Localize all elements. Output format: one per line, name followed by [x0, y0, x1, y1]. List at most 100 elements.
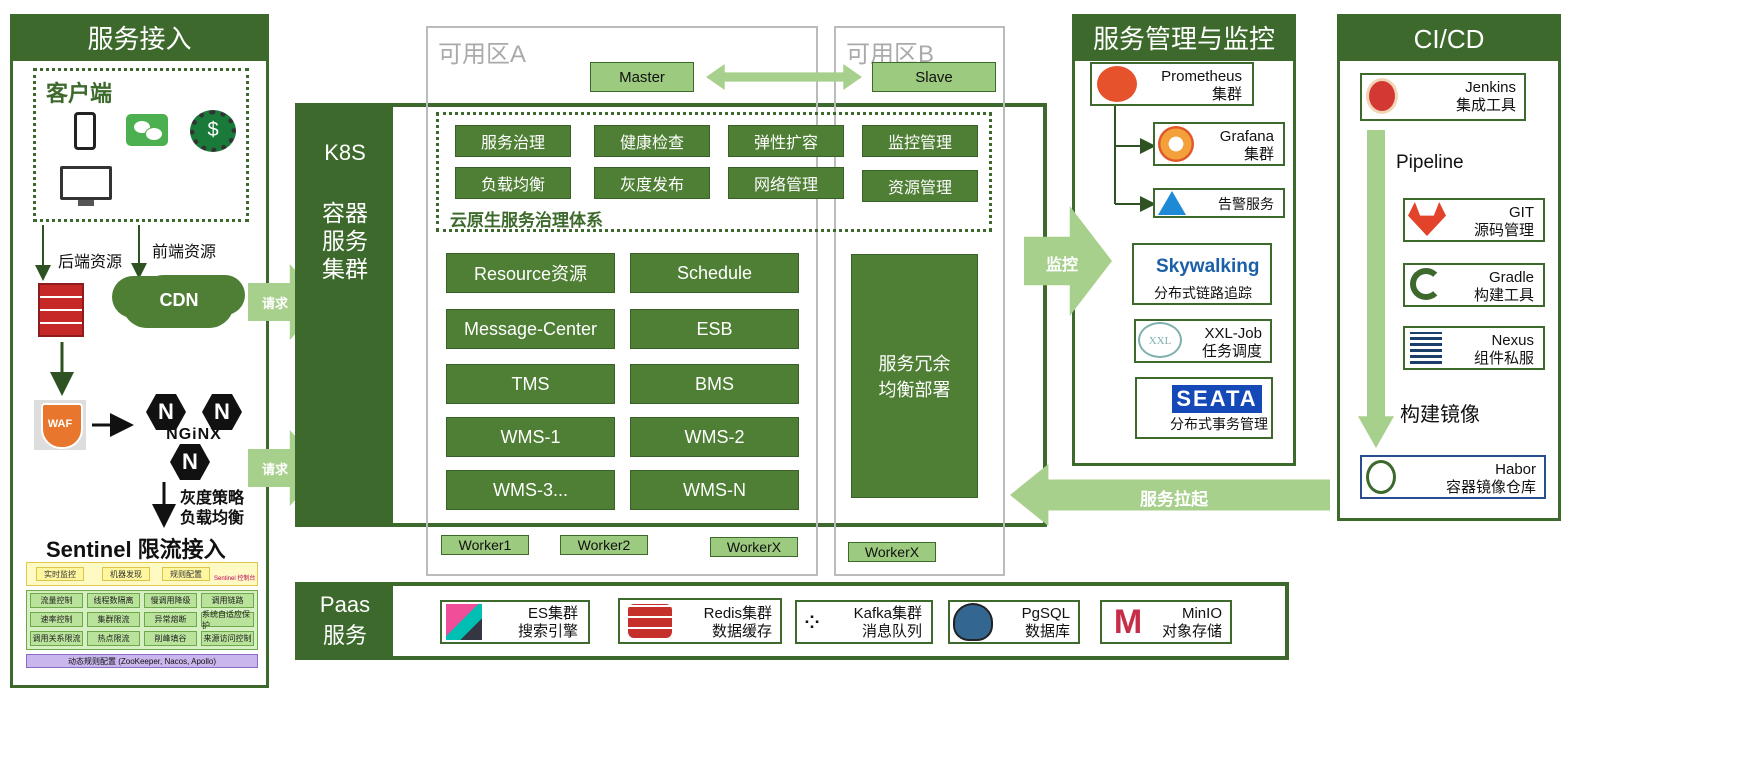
service-box[interactable]: Message-Center: [446, 309, 615, 349]
k8s-sidebar: [297, 105, 393, 525]
xxljob-logo-icon: XXL: [1138, 322, 1182, 358]
service-box[interactable]: WMS-1: [446, 417, 615, 457]
governance-item[interactable]: 资源管理: [862, 170, 978, 202]
client-box: [33, 68, 249, 222]
elastic-icon: [446, 604, 482, 640]
paas-sidebar: [297, 584, 393, 658]
worker-node[interactable]: Worker1: [441, 535, 529, 555]
governance-box: [436, 112, 992, 232]
service-box[interactable]: WMS-N: [630, 470, 799, 510]
cdn-label: CDN: [159, 290, 199, 310]
sentinel-grid-item: 削峰填谷: [144, 631, 197, 646]
sentinel-top-item: 机器发现: [102, 567, 150, 581]
worker-node[interactable]: Worker2: [560, 535, 648, 555]
monitor-tree-lines: [1114, 106, 1156, 212]
k8s-title: K8S: [324, 140, 366, 165]
zone-a-label: 可用区A: [438, 41, 527, 68]
k8s-subtitle-line: 服务: [322, 228, 368, 254]
skywalking-card[interactable]: [1132, 243, 1272, 305]
service-access-title: 服务接入: [13, 17, 266, 61]
paas-kafka-card[interactable]: [795, 600, 933, 644]
postgresql-icon: [953, 603, 993, 641]
service-box[interactable]: WMS-3...: [446, 470, 615, 510]
governance-item[interactable]: 负载均衡: [455, 167, 571, 199]
nexus-icon: [1410, 332, 1442, 364]
sentinel-top-item: 实时监控: [36, 567, 84, 581]
service-box[interactable]: Schedule: [630, 253, 799, 293]
zone-b: [834, 26, 1005, 576]
service-box[interactable]: TMS: [446, 364, 615, 404]
cicd-title: CI/CD: [1340, 17, 1558, 61]
sentinel-grid-item: 速率控制: [30, 612, 83, 627]
minio-icon: M: [1113, 603, 1143, 641]
monitor-arrow-label: 监控: [1046, 257, 1079, 274]
client-label: 客户端: [46, 81, 113, 106]
governance-item[interactable]: 网络管理: [728, 167, 844, 199]
sentinel-grid-item: 热点限流: [87, 631, 140, 646]
governance-item[interactable]: 监控管理: [862, 125, 978, 157]
redundant-line: 均衡部署: [878, 380, 951, 400]
desktop-stand-icon: [78, 200, 94, 206]
sentinel-grid-item: 调用链路: [201, 593, 254, 608]
prometheus-icon: [1097, 66, 1137, 102]
seata-label: 分布式事务管理: [1170, 416, 1268, 432]
worker-node[interactable]: WorkerX: [848, 542, 936, 562]
redundant-deploy-box[interactable]: 服务冗余 均衡部署: [851, 254, 978, 498]
request-label-2: 请求: [262, 462, 289, 477]
governance-title: 云原生服务治理体系: [450, 211, 603, 230]
seata-logo: SEATA: [1172, 385, 1262, 413]
gray-strategy-label: 灰度策略: [180, 490, 245, 507]
sentinel-grid-item: 线程数隔离: [87, 593, 140, 608]
phone-icon: [74, 112, 96, 150]
service-box[interactable]: Resource资源: [446, 253, 615, 293]
paas-title-line: 服务: [322, 623, 367, 648]
paas-redis-label: Redis集群数据缓存: [703, 605, 772, 640]
skywalking-logo: Skywalking: [1156, 256, 1260, 277]
skywalking-label: 分布式链路追踪: [1154, 285, 1252, 301]
pipeline-label: Pipeline: [1396, 152, 1464, 173]
sentinel-title: Sentinel 限流接入: [46, 537, 226, 562]
nginx-icon-2: N: [202, 394, 242, 430]
governance-item[interactable]: 服务治理: [455, 125, 571, 157]
governance-item[interactable]: 健康检查: [594, 125, 710, 157]
service-box[interactable]: ESB: [630, 309, 799, 349]
grafana-icon: [1158, 126, 1194, 162]
sentinel-top-item: 规则配置: [162, 567, 210, 581]
master-node[interactable]: Master: [590, 62, 694, 92]
wechat-icon: [126, 114, 168, 146]
access-arrows: [35, 225, 176, 528]
governance-item[interactable]: 灰度发布: [594, 167, 710, 199]
sentinel-grid-item: 流量控制: [30, 593, 83, 608]
slave-node[interactable]: Slave: [872, 62, 996, 92]
backend-resource-label: 后端资源: [58, 254, 123, 271]
paas-title-line: Paas: [319, 592, 371, 617]
habor-card[interactable]: [1360, 455, 1546, 499]
cdn-cloud-icon: [122, 278, 234, 328]
governance-item[interactable]: 弹性扩容: [728, 125, 844, 157]
desktop-icon: [60, 166, 112, 200]
sentinel-grid-item: 慢调用降级: [144, 593, 197, 608]
gradle-icon: [1410, 268, 1442, 300]
sentinel-console-label: Sentinel 控制台: [214, 576, 256, 582]
service-box[interactable]: BMS: [630, 364, 799, 404]
service-box[interactable]: WMS-2: [630, 417, 799, 457]
sentinel-grid-item: 系统自适应保护: [201, 610, 254, 630]
worker-node[interactable]: WorkerX: [710, 537, 798, 557]
nginx-label: NGiNX: [166, 426, 222, 443]
sentinel-grid-item: 集群限流: [87, 612, 140, 627]
paas-minio-card[interactable]: [1100, 600, 1232, 644]
build-image-label: 构建镜像: [1400, 404, 1480, 426]
frontend-resource-label: 前端资源: [152, 244, 217, 261]
mini-program-icon: $: [190, 110, 236, 152]
jenkins-icon: [1366, 78, 1398, 114]
firewall-icon: [38, 283, 84, 337]
